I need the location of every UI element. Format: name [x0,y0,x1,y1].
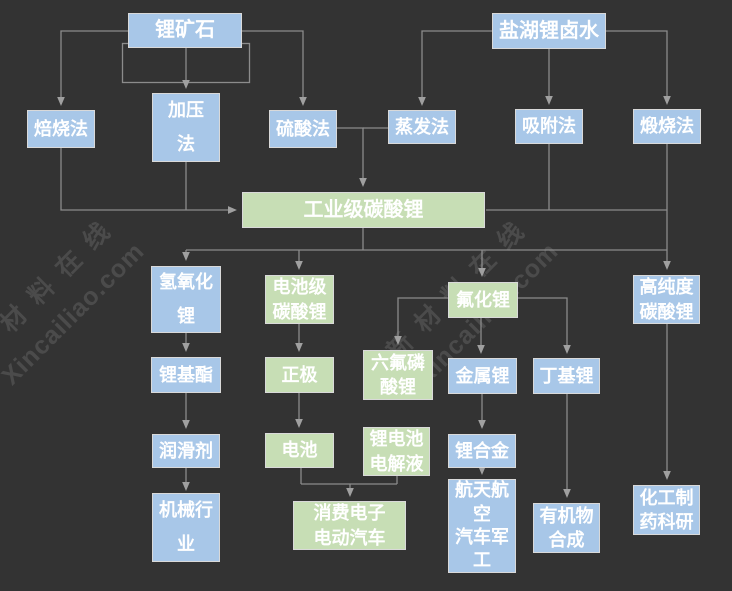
node-roasting-method: 焙烧法 [27,110,95,148]
node-lithium-fluoride: 氟化锂 [448,282,518,318]
node-evaporation-method: 蒸发法 [388,110,456,144]
node-cathode: 正极 [265,357,334,393]
node-calcination-method: 煅烧法 [633,109,701,144]
node-butyllithium: 丁基锂 [533,358,600,394]
node-lithium-hydroxide: 氢氧化 锂 [151,266,221,333]
node-industrial-grade-lithium-carbonate: 工业级碳酸锂 [242,192,485,228]
node-aerospace-automotive-military: 航天航 空 汽车军 工 [448,479,516,573]
node-lithium-battery-electrolyte: 锂电池 电解液 [363,427,430,476]
node-pressure-method: 加压 法 [152,93,220,162]
node-battery-grade-lithium-carbonate: 电池级 碳酸锂 [265,275,334,324]
node-lithium-ore: 锂矿石 [128,13,242,48]
node-lithium-alloy: 锂合金 [448,434,516,468]
node-sulfuric-acid-method: 硫酸法 [269,110,337,148]
node-lithium-metal: 金属锂 [448,358,517,394]
node-salt-lake-brine: 盐湖锂卤水 [492,13,606,49]
node-lithium-based-ester: 锂基酯 [151,357,221,393]
node-machinery-industry: 机械行 业 [152,493,220,562]
node-lithium-hexafluorophosphate: 六氟磷 酸锂 [363,350,433,400]
node-consumer-electronics-electric-vehicles: 消费电子 电动汽车 [293,501,406,550]
node-organic-synthesis: 有机物 合成 [533,503,600,553]
node-chemical-pharma-research: 化工制 药科研 [633,485,700,535]
node-battery: 电池 [265,433,334,468]
node-lubricant: 润滑剂 [152,434,220,468]
node-adsorption-method: 吸附法 [515,109,583,144]
node-high-purity-lithium-carbonate: 高纯度 碳酸锂 [633,275,700,324]
